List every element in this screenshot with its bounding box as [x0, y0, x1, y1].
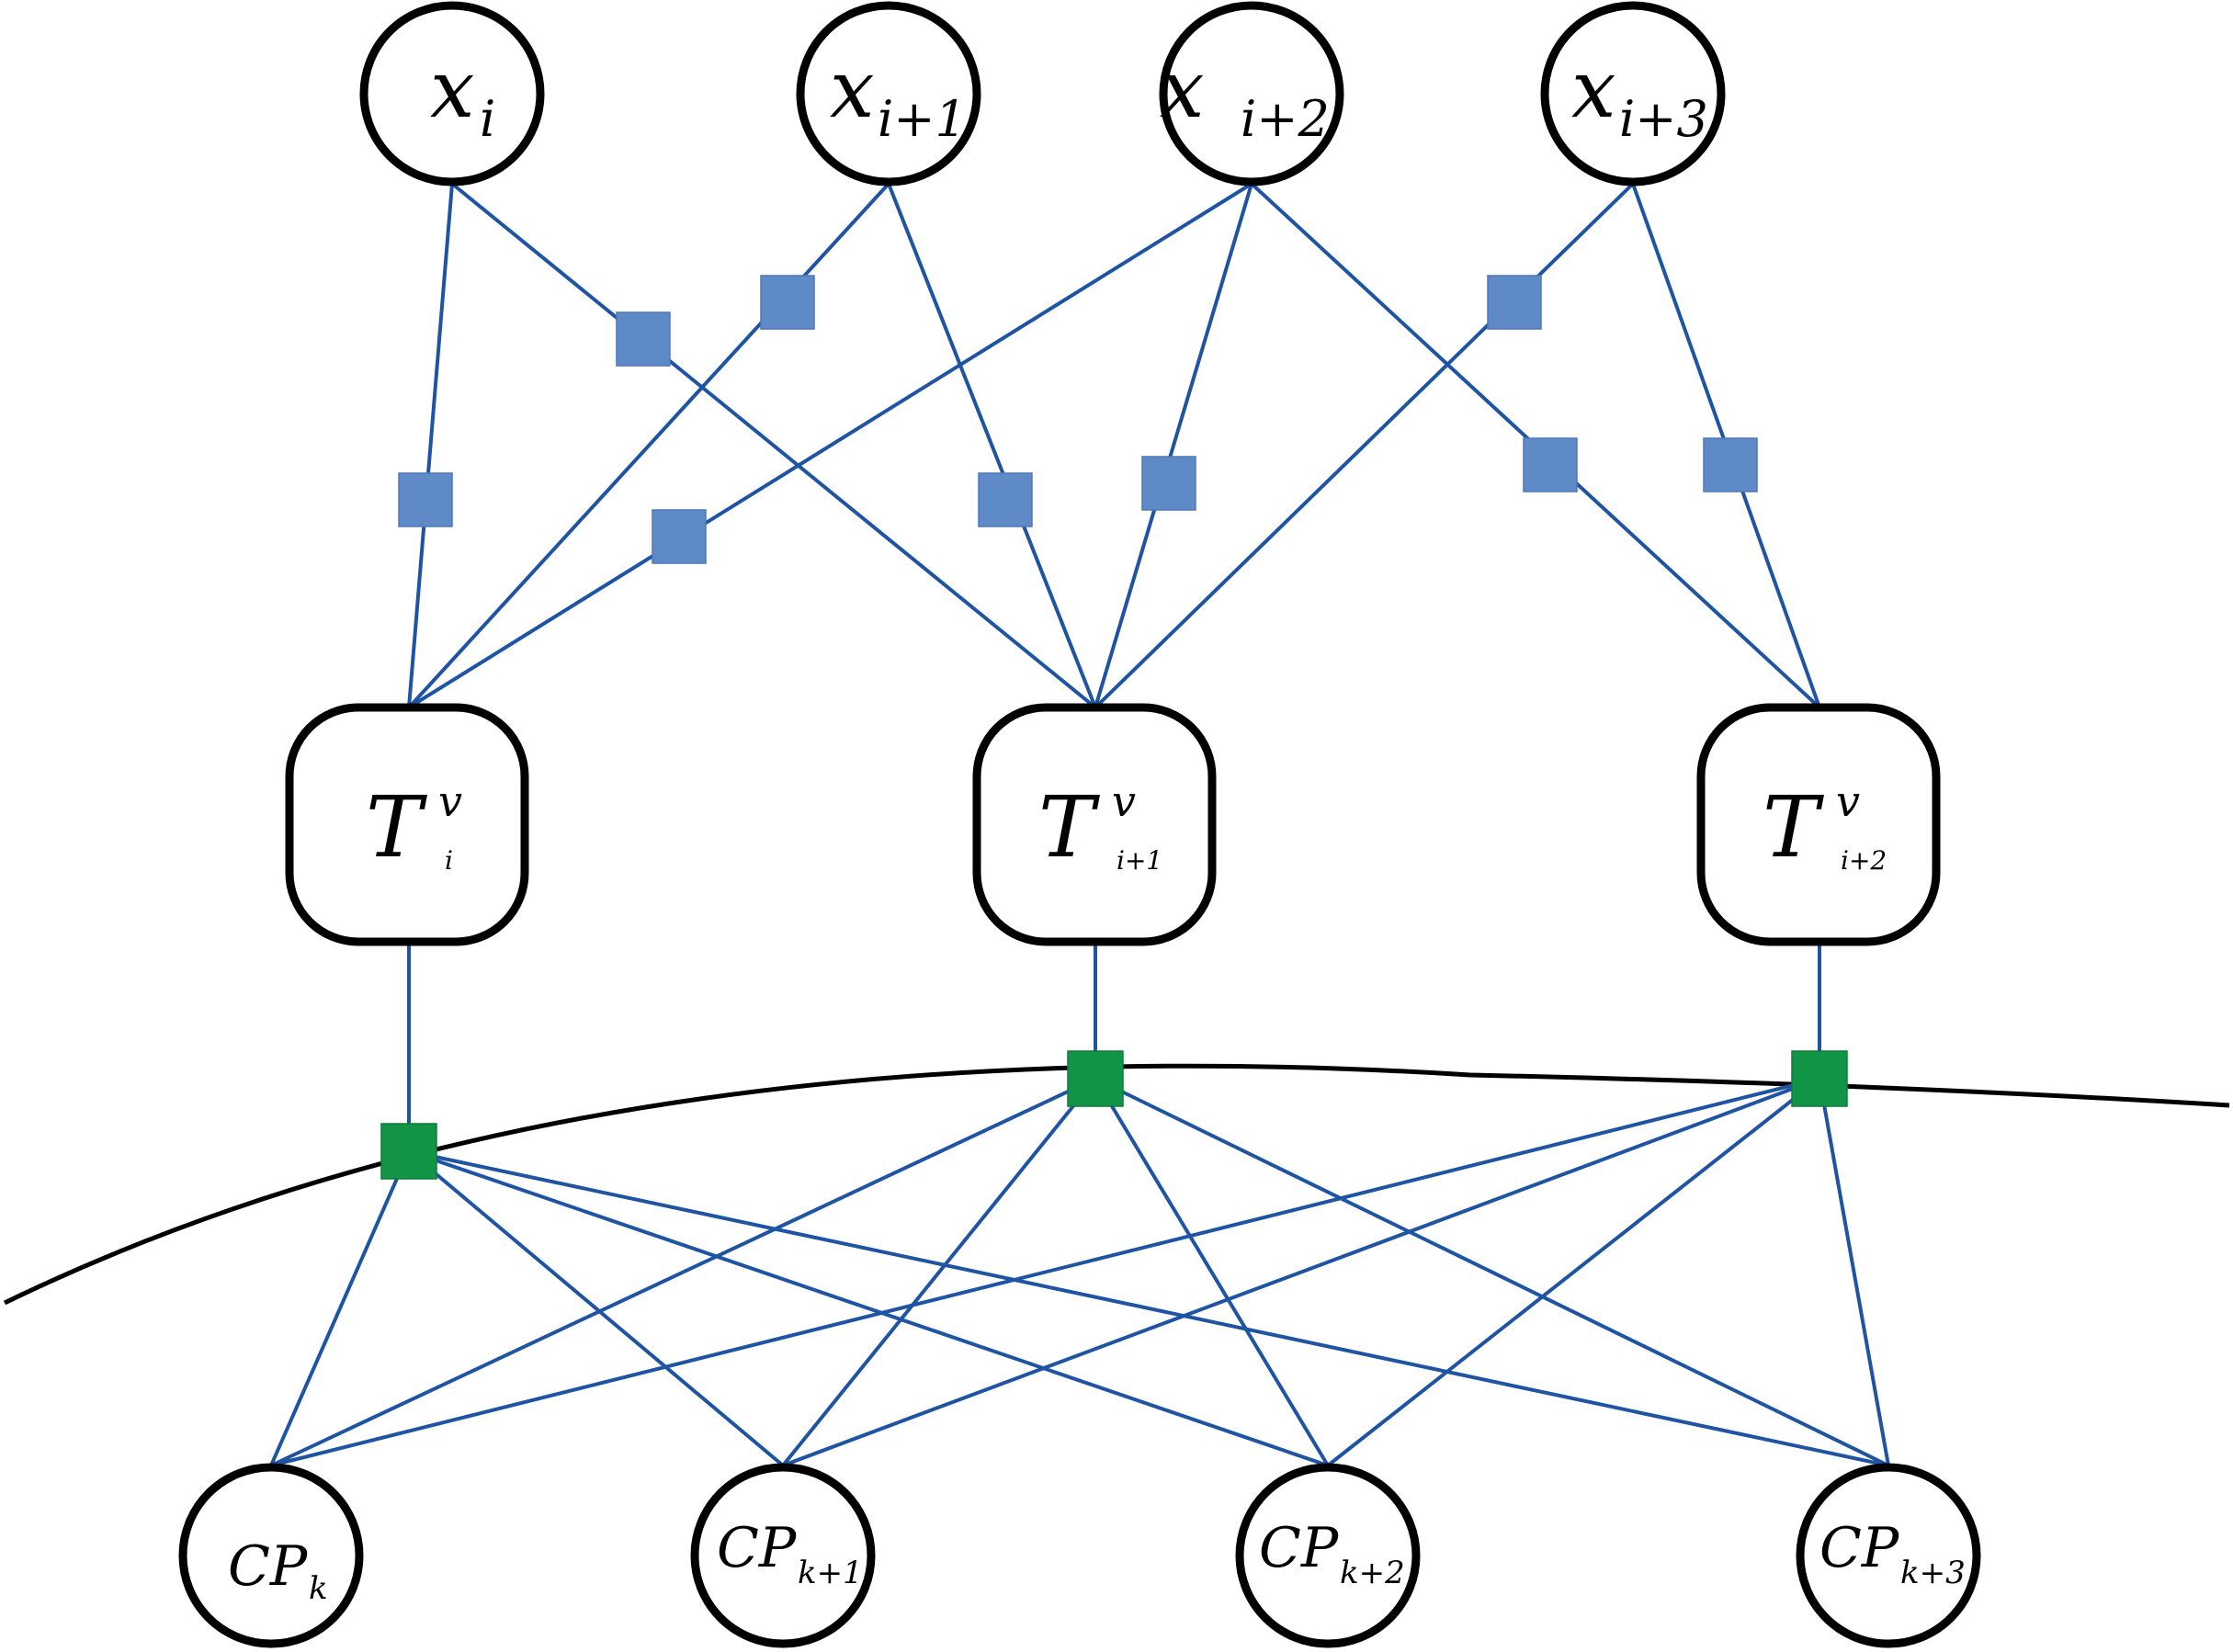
t-node-sub: i+2: [1841, 845, 1887, 876]
t-node-i1: T v i+1: [972, 703, 1217, 946]
cp-node-circle: [690, 1463, 876, 1648]
cp-node-main: CP: [1259, 1516, 1340, 1580]
t-node-i: T v i: [285, 703, 529, 946]
t-node-sup: v: [438, 776, 462, 826]
t-node-sup: v: [1836, 776, 1860, 826]
t-node-i2: T v i+2: [1696, 703, 1941, 946]
edge-g3-cpk3: [1818, 1078, 1890, 1466]
x-node-main: x: [430, 44, 475, 136]
edge-xi1-ti1: [887, 183, 1097, 708]
t-node-sub: i+1: [1116, 845, 1162, 876]
cp-node-main: CP: [1819, 1516, 1900, 1580]
cp-node-k3: CP k+3: [1796, 1463, 1981, 1648]
edge-g2-cpk1: [781, 1077, 1097, 1467]
t-node-box: [285, 703, 529, 946]
x-node-circle: [1159, 1, 1344, 187]
x-node-sub: i+2: [1241, 90, 1330, 148]
factor-green-ti: [380, 1123, 437, 1180]
cp-node-circle: [1235, 1463, 1421, 1648]
edge-g3-cpk2: [1326, 1077, 1821, 1467]
cp-node-sub: k+1: [798, 1555, 863, 1591]
edge-xi-ti: [407, 183, 454, 708]
edge-g3-cpk1: [782, 1077, 1820, 1467]
cp-node-main: CP: [717, 1516, 798, 1580]
x-node-i2: x i+2: [1159, 1, 1344, 187]
factor-xi1-ti: [760, 275, 815, 330]
t-node-box: [972, 703, 1217, 946]
x-node-main: x: [1160, 44, 1205, 136]
x-node-i: x i: [359, 1, 545, 187]
cp-node-sub: k: [309, 1570, 328, 1607]
blue-factors: [398, 275, 1758, 564]
factor-green-ti1: [1067, 1050, 1124, 1107]
edge-g1-cpk2: [408, 1149, 1329, 1467]
edge-xi-ti1: [450, 182, 1097, 709]
t-node-main: T: [1763, 778, 1824, 877]
edge-xi2-ti: [407, 182, 1253, 709]
cp-node-sub: k+3: [1900, 1555, 1966, 1591]
edge-g2-cpk2: [1094, 1077, 1330, 1467]
cp-node-circle: [178, 1463, 364, 1648]
t-node-main: T: [366, 778, 427, 877]
t-node-sup: v: [1112, 776, 1136, 826]
factor-xi3-ti2: [1703, 437, 1758, 492]
factor-xi3-ti1: [1487, 275, 1542, 330]
edge-g2-cpk: [270, 1077, 1096, 1467]
lower-edges: [269, 1077, 1890, 1467]
cp-node-circle: [1796, 1463, 1981, 1648]
edge-g2-cpk3: [1094, 1077, 1889, 1467]
edge-xi1-ti: [407, 182, 890, 709]
x-node-sub: i+3: [1619, 90, 1708, 148]
cp-node-sub: k+2: [1340, 1555, 1405, 1591]
x-node-i1: x i+1: [796, 1, 981, 187]
t-node-main: T: [1038, 778, 1100, 877]
x-node-main: x: [830, 44, 875, 136]
edge-g1-cpk1: [407, 1149, 785, 1467]
edge-g1-cpk: [269, 1150, 411, 1466]
x-node-circle: [1540, 1, 1726, 187]
cp-node-k: CP k: [178, 1463, 364, 1648]
edge-g1-cpk3: [408, 1149, 1889, 1467]
edge-xi3-ti1: [1094, 182, 1635, 709]
green-factors: [380, 1050, 1848, 1180]
factor-xi-ti: [398, 472, 453, 527]
factor-green-ti2: [1791, 1050, 1848, 1107]
x-node-circle: [796, 1, 981, 187]
edge-g3-cpk: [270, 1077, 1820, 1467]
edge-xi2-ti1: [1094, 183, 1253, 708]
factor-xi2-ti2: [1523, 437, 1578, 492]
factor-xi1-ti1: [978, 472, 1033, 527]
factor-xi2-ti: [652, 509, 707, 564]
cp-node-k2: CP k+2: [1235, 1463, 1421, 1648]
manifold-curve: [3, 1063, 2230, 1306]
factor-xi2-ti1: [1141, 456, 1196, 511]
factor-xi-ti1: [616, 311, 671, 367]
cp-node-k1: CP k+1: [690, 1463, 876, 1648]
x-node-sub: i+1: [878, 90, 967, 148]
cp-node-main: CP: [228, 1534, 309, 1599]
t-node-box: [1696, 703, 1941, 946]
x-node-circle: [359, 1, 545, 187]
middle-edges: [407, 942, 1821, 1151]
x-node-sub: i: [480, 90, 495, 148]
t-node-sub: i: [445, 845, 453, 876]
upper-edges: [407, 182, 1821, 709]
x-node-i3: x i+3: [1540, 1, 1726, 187]
x-node-main: x: [1571, 44, 1616, 136]
